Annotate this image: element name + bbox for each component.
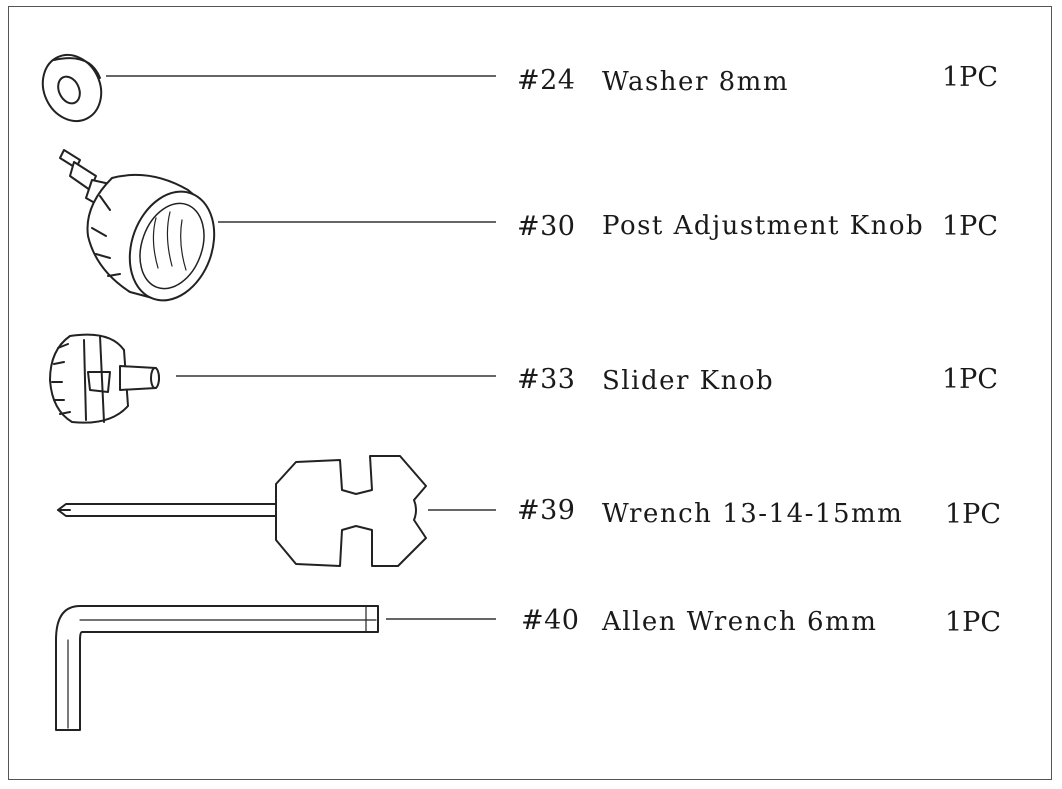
part-number: #33 [517,364,576,395]
part-quantity: 1PC [945,499,1002,530]
part-number: #30 [517,211,576,242]
part-name: Wrench 13-14-15mm [602,499,904,529]
part-quantity: 1PC [942,211,999,242]
part-quantity: 1PC [942,364,999,395]
parts-diagram-frame [8,6,1052,780]
part-name: Slider Knob [602,366,775,396]
part-name: Post Adjustment Knob [602,211,925,241]
washer-icon [41,53,103,123]
part-number: #24 [517,65,576,96]
wrench-icon [57,455,427,567]
part-number: #39 [517,495,576,526]
part-name: Allen Wrench 6mm [602,607,878,637]
part-number: #40 [521,605,580,636]
part-quantity: 1PC [942,62,999,93]
part-name: Washer 8mm [602,67,789,97]
allen-wrench-icon [55,605,379,731]
part-quantity: 1PC [945,607,1002,638]
post-adjustment-knob-icon [59,149,216,302]
slider-knob-icon [49,333,160,424]
